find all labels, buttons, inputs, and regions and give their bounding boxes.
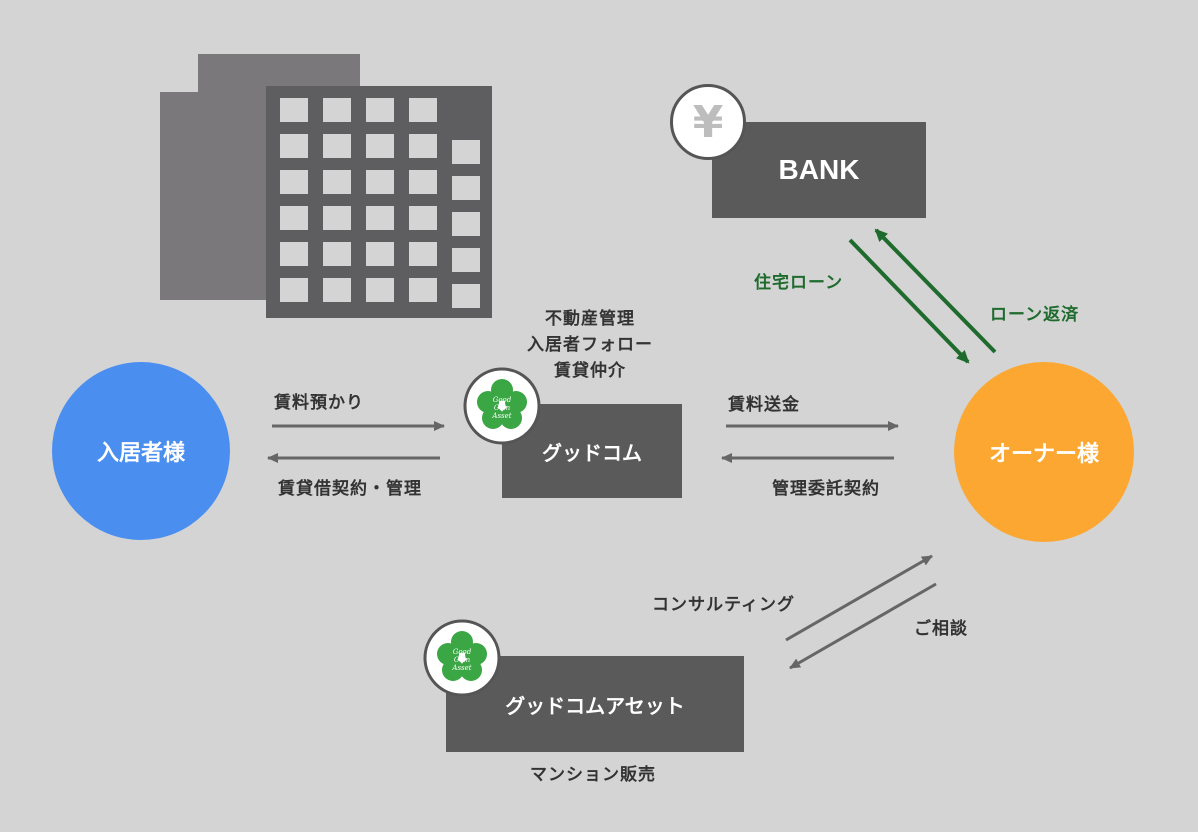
svg-text:Good: Good	[453, 648, 472, 656]
building-window	[280, 206, 308, 230]
owner-node: オーナー様	[954, 362, 1134, 542]
building-window	[323, 134, 351, 158]
building-window	[323, 98, 351, 122]
tenant-label: 入居者様	[96, 441, 185, 466]
building-icon	[160, 54, 492, 318]
building-window	[409, 98, 437, 122]
building-window	[409, 170, 437, 194]
building-window	[409, 278, 437, 302]
service-property-management: 不動産管理	[545, 309, 635, 329]
svg-text:Com: Com	[494, 404, 511, 412]
building-window	[366, 242, 394, 266]
building-window	[366, 170, 394, 194]
building-window	[280, 170, 308, 194]
owner-label: オーナー様	[988, 442, 1099, 467]
arrow-consulting	[785, 554, 933, 642]
consultation-label: ご相談	[914, 619, 968, 639]
arrow-housing-loan	[848, 238, 970, 364]
building-window	[323, 206, 351, 230]
loan-repayment-label: ローン返済	[990, 305, 1080, 325]
building-window	[280, 98, 308, 122]
building-window	[409, 242, 437, 266]
arrow-consultation	[789, 582, 937, 670]
housing-loan-label: 住宅ローン	[754, 273, 844, 293]
building-window	[323, 278, 351, 302]
svg-text:Asset: Asset	[491, 412, 511, 420]
bank-node: BANK	[712, 122, 926, 218]
building-window	[409, 206, 437, 230]
building-window	[409, 134, 437, 158]
building-window	[452, 284, 480, 308]
building-window	[366, 278, 394, 302]
asset-logo-icon: Good Com Asset	[422, 618, 502, 698]
consulting-label: コンサルティング	[652, 595, 795, 615]
condo-sales-label: マンション販売	[530, 765, 656, 785]
building-window	[366, 134, 394, 158]
lease-contract-label: 賃貸借契約・管理	[278, 479, 422, 499]
tenant-node: 入居者様	[52, 362, 230, 540]
building-window	[452, 140, 480, 164]
building-window	[323, 170, 351, 194]
building-window	[280, 134, 308, 158]
bank-label: BANK	[778, 154, 860, 185]
rent-remittance-label: 賃料送金	[728, 395, 800, 415]
building-window	[280, 242, 308, 266]
yen-icon: ¥	[670, 84, 746, 160]
service-tenant-follow: 入居者フォロー	[527, 335, 653, 355]
asset-label: グッドコムアセット	[505, 693, 685, 718]
goodcom-services: 不動産管理 入居者フォロー 賃貸仲介	[520, 306, 660, 384]
building-window	[452, 176, 480, 200]
svg-text:Good: Good	[493, 396, 512, 404]
goodcom-logo-icon: Good Com Asset	[462, 366, 542, 446]
building-window	[452, 248, 480, 272]
goodcom-label: グッドコム	[542, 440, 642, 465]
building-window	[280, 278, 308, 302]
management-contract-label: 管理委託契約	[772, 479, 880, 499]
rent-deposit-label: 賃料預かり	[274, 393, 364, 413]
building-window	[366, 206, 394, 230]
arrow-loan-repayment	[874, 228, 997, 354]
building-window	[366, 98, 394, 122]
building-window	[323, 242, 351, 266]
svg-text:Com: Com	[454, 656, 471, 664]
service-rental-brokerage: 賃貸仲介	[554, 361, 626, 381]
building-window	[452, 212, 480, 236]
svg-text:Asset: Asset	[451, 664, 471, 672]
